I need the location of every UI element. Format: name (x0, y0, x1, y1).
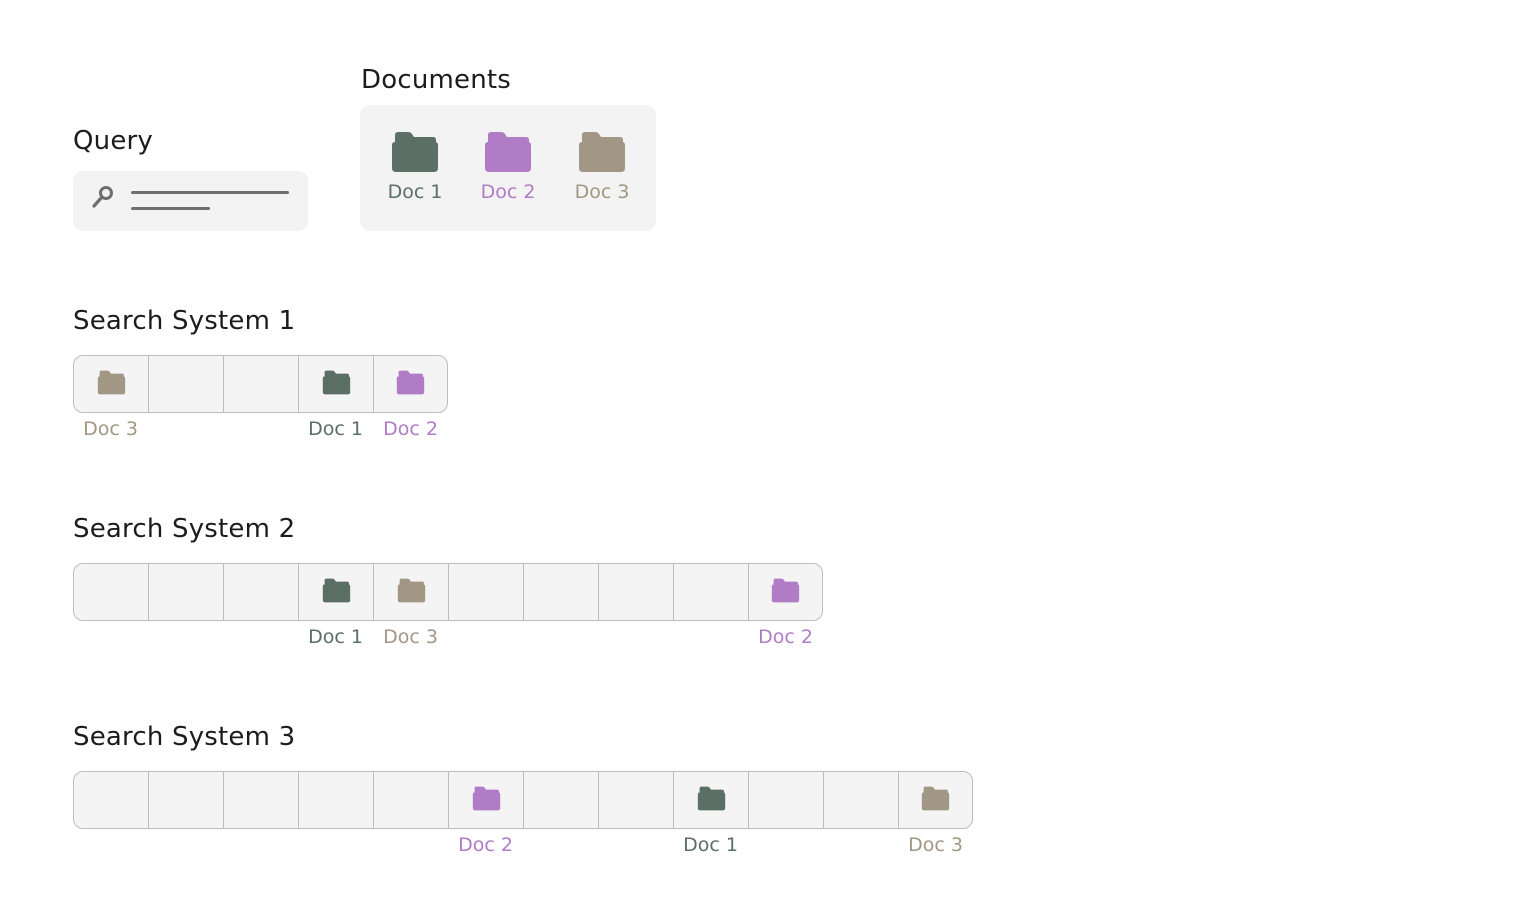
result-doc-label: Doc 1 (308, 626, 363, 648)
result-doc-label: Doc 3 (83, 418, 138, 440)
result-doc-label: Doc 3 (383, 626, 438, 648)
documents-panel: Doc 1 Doc 2 Doc 3 (360, 105, 656, 231)
result-ranking-strip (73, 771, 973, 829)
document-item[interactable]: Doc 3 (562, 131, 642, 202)
rank-slot[interactable] (749, 564, 822, 620)
folder-icon (397, 578, 426, 607)
query-title: Query (73, 126, 154, 156)
rank-slot (224, 564, 299, 620)
rank-slot (224, 772, 299, 828)
folder-icon (322, 578, 351, 607)
rank-slot (149, 356, 224, 412)
documents-title: Documents (361, 65, 512, 95)
result-doc-label: Doc 3 (908, 834, 963, 856)
rank-slot[interactable] (674, 772, 749, 828)
result-doc-label: Doc 2 (458, 834, 513, 856)
result-doc-label: Doc 1 (683, 834, 738, 856)
rank-slot[interactable] (74, 356, 149, 412)
rank-slot (449, 564, 524, 620)
query-text-line (131, 191, 289, 194)
rank-slot (74, 772, 149, 828)
folder-icon (322, 370, 351, 399)
document-label: Doc 3 (574, 181, 630, 203)
rank-slot[interactable] (299, 356, 374, 412)
document-label: Doc 2 (480, 181, 536, 203)
rank-slot (74, 564, 149, 620)
document-item[interactable]: Doc 2 (468, 131, 548, 202)
folder-icon (697, 786, 726, 815)
rank-slot (599, 772, 674, 828)
result-doc-label: Doc 2 (758, 626, 813, 648)
document-item[interactable]: Doc 1 (375, 131, 455, 202)
rank-slot (524, 564, 599, 620)
folder-icon (921, 786, 950, 815)
folder-icon (562, 131, 642, 173)
document-label: Doc 1 (387, 181, 443, 203)
result-ranking-strip (73, 563, 823, 621)
folder-icon (375, 131, 455, 173)
folder-icon (97, 370, 126, 399)
search-icon (90, 184, 116, 214)
rank-slot[interactable] (899, 772, 972, 828)
rank-slot (149, 564, 224, 620)
rank-slot (599, 564, 674, 620)
result-doc-label: Doc 1 (308, 418, 363, 440)
rank-slot (224, 356, 299, 412)
folder-icon (468, 131, 548, 173)
query-box[interactable] (73, 171, 308, 231)
search-system-title: Search System 2 (73, 514, 296, 544)
rank-slot (674, 564, 749, 620)
rank-slot (524, 772, 599, 828)
result-ranking-strip (73, 355, 448, 413)
rank-slot[interactable] (449, 772, 524, 828)
rank-slot (749, 772, 824, 828)
rank-slot (149, 772, 224, 828)
rank-slot (824, 772, 899, 828)
query-text-line (131, 207, 210, 210)
search-system-title: Search System 3 (73, 722, 296, 752)
rank-slot (299, 772, 374, 828)
search-system-title: Search System 1 (73, 306, 296, 336)
rank-slot (374, 772, 449, 828)
folder-icon (771, 578, 800, 607)
rank-slot[interactable] (299, 564, 374, 620)
folder-icon (396, 370, 425, 399)
rank-slot[interactable] (374, 564, 449, 620)
result-doc-label: Doc 2 (383, 418, 438, 440)
folder-icon (472, 786, 501, 815)
rank-slot[interactable] (374, 356, 447, 412)
